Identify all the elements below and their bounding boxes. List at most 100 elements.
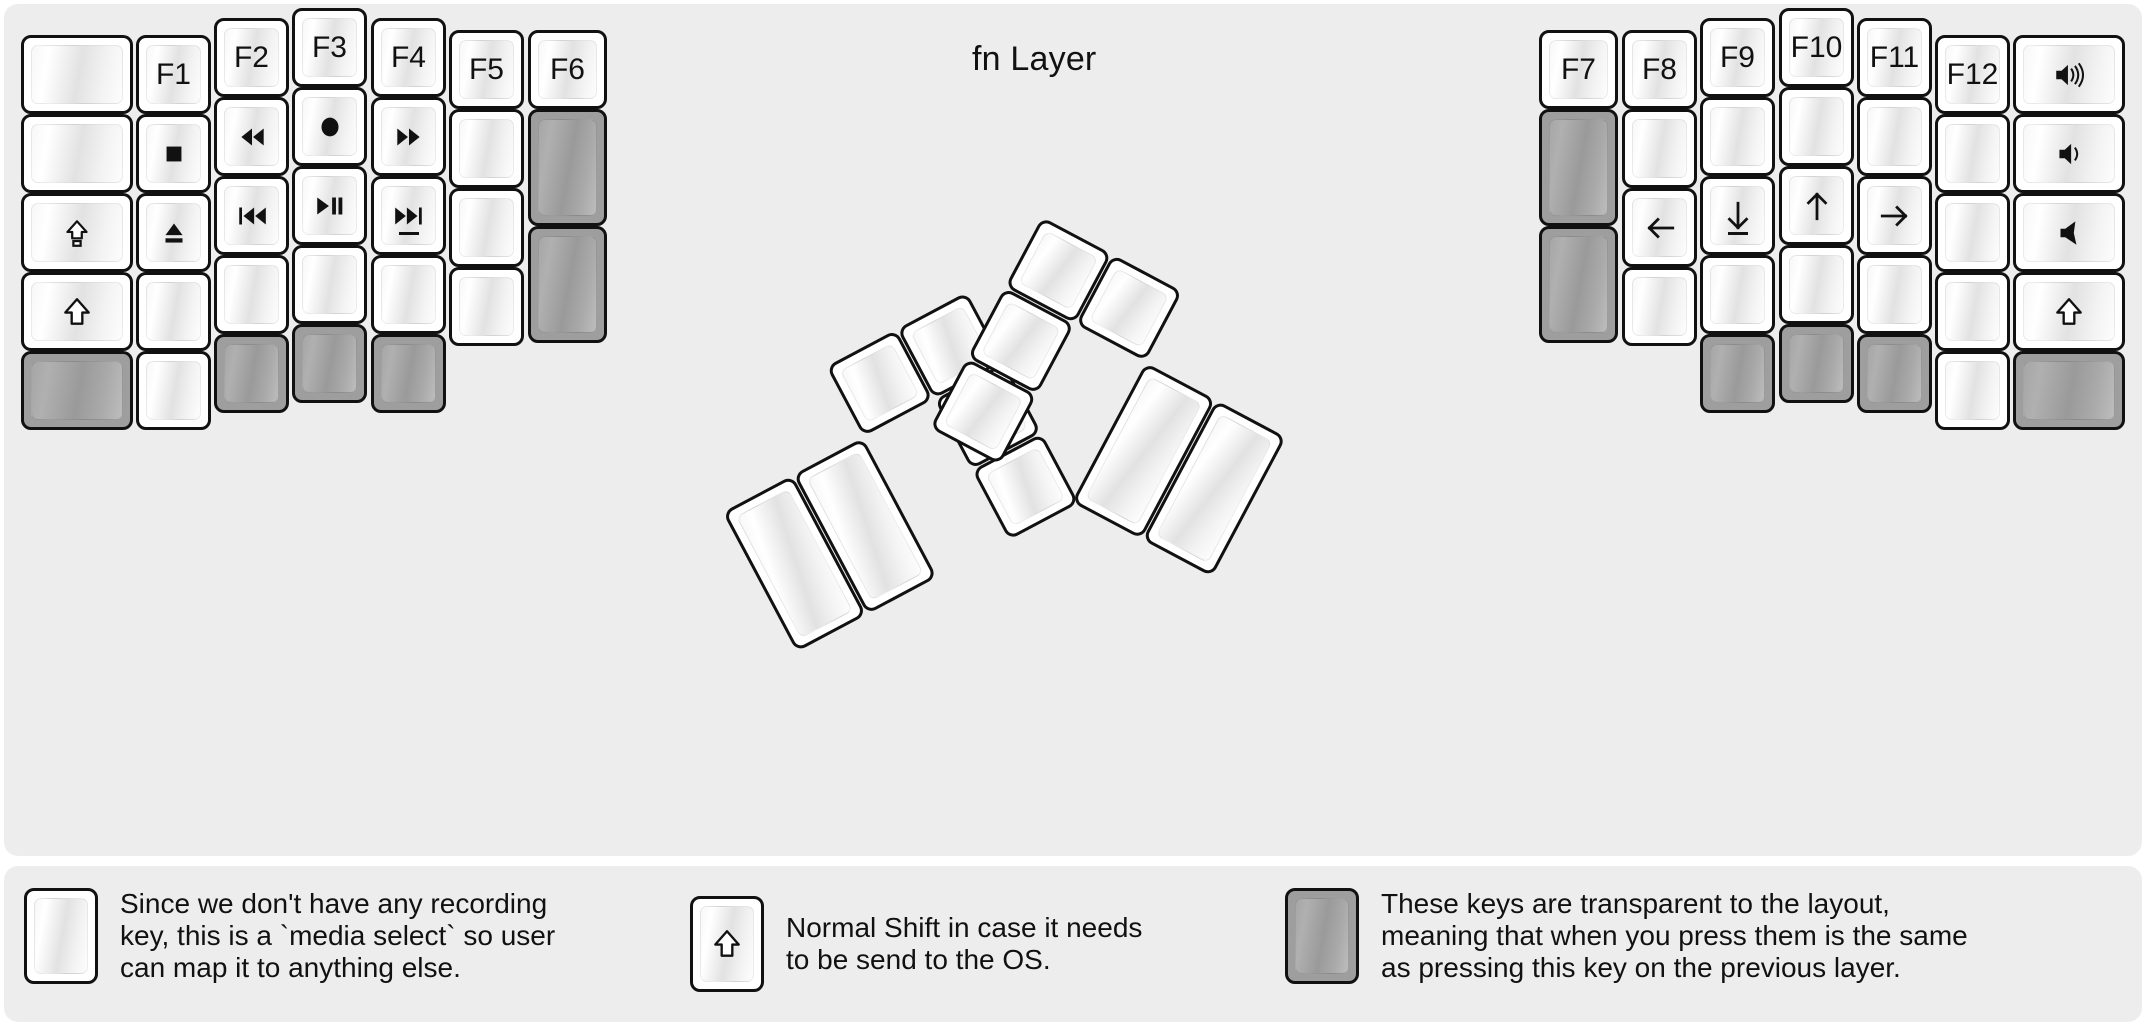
keycap-face [2023, 203, 2115, 262]
col-outer-right-key-5[interactable] [2013, 351, 2125, 430]
col-f4-key-5[interactable] [371, 334, 446, 413]
keycap-face [381, 344, 436, 403]
col-f8-key-3[interactable] [1622, 188, 1697, 267]
col-f8-key-2[interactable] [1622, 109, 1697, 188]
col-f9-key-4[interactable] [1700, 255, 1775, 334]
col-f9-key-5[interactable] [1700, 334, 1775, 413]
col-f3-key-3[interactable] [292, 166, 367, 245]
col-f11-key-5[interactable] [1857, 334, 1932, 413]
col-f7-key-3[interactable] [1539, 226, 1618, 343]
col-f10-key-5[interactable] [1779, 324, 1854, 403]
col-f6-key-2[interactable] [528, 109, 607, 226]
col-f8-key-4[interactable] [1622, 267, 1697, 346]
col-f3-key-5[interactable] [292, 324, 367, 403]
col-f7-key-2[interactable] [1539, 109, 1618, 226]
keycap-label: F6 [549, 52, 585, 86]
legend-sample-key-2[interactable] [690, 896, 764, 992]
keycap-face: F2 [224, 28, 279, 87]
col-f2-key-2[interactable] [214, 97, 289, 176]
col-f11-key-3[interactable] [1857, 176, 1932, 255]
col-f1-key-3[interactable] [136, 193, 211, 272]
col-outer-right-key-3[interactable] [2013, 193, 2125, 272]
legend-note-1: Since we don't have any recording key, t… [24, 888, 555, 984]
col-f2-key-4[interactable] [214, 255, 289, 334]
legend-sample-key-3[interactable] [1285, 888, 1359, 984]
volume-mute-icon [2052, 216, 2086, 250]
col-outer-left-key-5[interactable] [21, 351, 133, 430]
keycap-face [1710, 344, 1765, 403]
col-outer-left-key-2[interactable] [21, 114, 133, 193]
keycap-face [1945, 361, 2000, 420]
col-f10-key-2[interactable] [1779, 87, 1854, 166]
col-f12-key-1[interactable]: F12 [1935, 35, 2010, 114]
col-f5-key-3[interactable] [449, 188, 524, 267]
col-f2-key-3[interactable] [214, 176, 289, 255]
col-outer-left-key-4[interactable] [21, 272, 133, 351]
col-f3-key-2[interactable] [292, 87, 367, 166]
col-f6-key-3[interactable] [528, 226, 607, 343]
col-f11-key-4[interactable] [1857, 255, 1932, 334]
keycap-face [538, 236, 597, 333]
col-f3-key-1[interactable]: F3 [292, 8, 367, 87]
col-f4-key-1[interactable]: F4 [371, 18, 446, 97]
col-f6-key-1[interactable]: F6 [528, 30, 607, 109]
col-f1-key-4[interactable] [136, 272, 211, 351]
col-f4-key-2[interactable] [371, 97, 446, 176]
keycap-label: F5 [468, 52, 504, 86]
col-f11-key-2[interactable] [1857, 97, 1932, 176]
keycap-label: F9 [1719, 40, 1755, 74]
col-f9-key-1[interactable]: F9 [1700, 18, 1775, 97]
col-f7-key-1[interactable]: F7 [1539, 30, 1618, 109]
col-f5-key-1[interactable]: F5 [449, 30, 524, 109]
legend-note-text: Normal Shift in case it needs to be send… [786, 912, 1143, 975]
keycap-face [31, 124, 123, 183]
col-f5-key-4[interactable] [449, 267, 524, 346]
legend-sample-key-1[interactable] [24, 888, 98, 984]
keycap-face [459, 277, 514, 336]
col-f1-key-1[interactable]: F1 [136, 35, 211, 114]
col-f12-key-4[interactable] [1935, 272, 2010, 351]
col-f3-key-4[interactable] [292, 245, 367, 324]
col-f12-key-2[interactable] [1935, 114, 2010, 193]
col-f8-key-1[interactable]: F8 [1622, 30, 1697, 109]
keycap-face: F7 [1549, 40, 1608, 99]
keycap-face [1632, 119, 1687, 178]
col-f4-key-3[interactable] [371, 176, 446, 255]
col-outer-right-key-4[interactable] [2013, 272, 2125, 351]
col-f2-key-1[interactable]: F2 [214, 18, 289, 97]
col-f10-key-1[interactable]: F10 [1779, 8, 1854, 87]
col-outer-left-key-1[interactable] [21, 35, 133, 114]
col-f1-key-5[interactable] [136, 351, 211, 430]
shift-arrow-icon [2052, 295, 2086, 329]
col-f10-key-4[interactable] [1779, 245, 1854, 324]
media-fastforward-icon [392, 120, 426, 154]
col-f2-key-5[interactable] [214, 334, 289, 413]
col-f11-key-1[interactable]: F11 [1857, 18, 1932, 97]
col-outer-right-key-1[interactable] [2013, 35, 2125, 114]
keycap-face [1089, 267, 1169, 348]
legend-note-2: Normal Shift in case it needs to be send… [690, 896, 1142, 992]
col-f9-key-3[interactable] [1700, 176, 1775, 255]
legend-panel [4, 866, 2142, 1022]
keycap-face: F8 [1632, 40, 1687, 99]
keycap-face [459, 198, 514, 257]
col-f12-key-3[interactable] [1935, 193, 2010, 272]
keycap-face [2023, 124, 2115, 183]
arrow-left-icon [1643, 211, 1677, 245]
page-title: fn Layer [972, 40, 1097, 78]
col-outer-right-key-2[interactable] [2013, 114, 2125, 193]
col-f12-key-5[interactable] [1935, 351, 2010, 430]
keycap-face [1710, 186, 1765, 245]
col-f9-key-2[interactable] [1700, 97, 1775, 176]
keycap-face [31, 203, 123, 262]
keycap-face [381, 186, 436, 245]
keycap-label: F12 [1946, 57, 1999, 91]
keycap-face [538, 119, 597, 216]
keycap-label: F11 [1869, 40, 1920, 74]
col-outer-left-key-3[interactable] [21, 193, 133, 272]
col-f4-key-4[interactable] [371, 255, 446, 334]
col-f10-key-3[interactable] [1779, 166, 1854, 245]
col-f1-key-2[interactable] [136, 114, 211, 193]
col-f5-key-2[interactable] [449, 109, 524, 188]
